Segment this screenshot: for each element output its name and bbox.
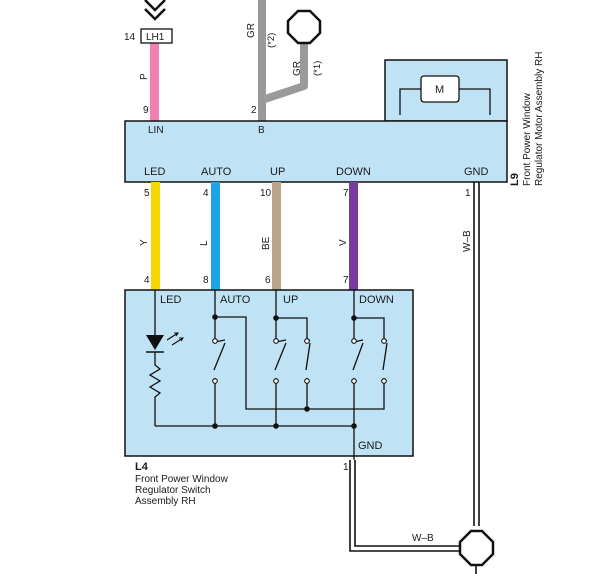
l4-name-line3: Assembly RH	[135, 496, 196, 507]
l9-pin-10: 10	[260, 188, 272, 199]
l4-pin-7: 7	[343, 275, 349, 286]
switch-contacts	[212, 338, 387, 384]
connector-chevron-icon	[144, 0, 166, 21]
l4-label-auto: AUTO	[220, 294, 251, 306]
l4-label-led: LED	[160, 294, 181, 306]
wire-code-v: V	[338, 239, 349, 246]
yellow-wire-led	[151, 182, 160, 290]
l9-id: L9	[509, 173, 521, 186]
gray-wire-branch	[260, 44, 308, 104]
l9-name-line2: Regulator Motor Assembly RH	[534, 52, 545, 187]
l4-pin-6: 6	[265, 275, 271, 286]
led-light-rays-icon	[166, 332, 185, 346]
l9-name-line1: Front Power Window	[522, 92, 533, 186]
ground-wire-l4	[349, 460, 462, 552]
ground-wire-l9	[473, 182, 480, 526]
ground-point-octagon-icon	[458, 529, 495, 567]
ground-wire-code-1: W–B	[462, 230, 473, 252]
l4-gnd-label: GND	[358, 440, 383, 452]
l9-pin-9: 9	[143, 105, 149, 116]
gray-wire-main	[258, 0, 266, 122]
l9-label-gnd: GND	[464, 166, 489, 178]
l9-pin-4: 4	[203, 188, 209, 199]
l4-name-line2: Regulator Switch	[135, 485, 211, 496]
blue-wire-auto	[211, 182, 220, 290]
splice-octagon-icon	[286, 9, 322, 45]
l4-pin-4: 4	[144, 275, 150, 286]
l4-name-line1: Front Power Window	[135, 474, 229, 485]
l4-label-up: UP	[283, 294, 298, 306]
motor-label: M	[435, 84, 444, 96]
violet-wire-down	[349, 182, 358, 290]
led-diode-icon	[146, 335, 164, 350]
motor-wiring	[399, 88, 491, 115]
switch-internal-circuit	[148, 290, 388, 460]
gray-wire-note-2: (*1)	[312, 61, 323, 76]
l9-pin-7: 7	[343, 188, 349, 199]
motor-icon	[420, 75, 460, 103]
lh1-label: LH1	[146, 32, 165, 43]
l4-label-down: DOWN	[359, 294, 394, 306]
l4-switch-box	[124, 289, 414, 457]
pink-wire-lin	[150, 42, 159, 122]
l9-pin-1: 1	[465, 188, 471, 199]
l4-pin-8: 8	[203, 275, 209, 286]
wire-code-be: BE	[261, 236, 272, 250]
l9-label-up: UP	[270, 166, 285, 178]
l9-label-auto: AUTO	[201, 166, 232, 178]
l9-label-led: LED	[144, 166, 165, 178]
lh1-pin: 14	[124, 32, 136, 43]
gray-wire-code-1: GR	[246, 23, 257, 38]
l9-main-box	[124, 120, 508, 183]
wire-code-l: L	[199, 240, 210, 246]
wire-code-y: Y	[139, 239, 150, 246]
l4-id: L4	[135, 461, 149, 473]
l9-label-lin: LIN	[148, 125, 164, 136]
beige-wire-up	[272, 182, 281, 290]
l9-pin-5: 5	[144, 188, 150, 199]
l9-label-down: DOWN	[336, 166, 371, 178]
ground-wire-code-2: W–B	[412, 533, 434, 544]
gray-wire-code-2: GR	[292, 61, 303, 76]
gray-wire-note-1: (*2)	[266, 33, 277, 48]
l9-label-b: B	[258, 125, 265, 136]
lh1-connector-box	[140, 28, 173, 44]
pink-wire-code: P	[139, 73, 150, 80]
l4-gnd-pin: 1	[343, 462, 349, 473]
junction-dots	[212, 314, 357, 429]
l9-pin-2: 2	[251, 105, 257, 116]
